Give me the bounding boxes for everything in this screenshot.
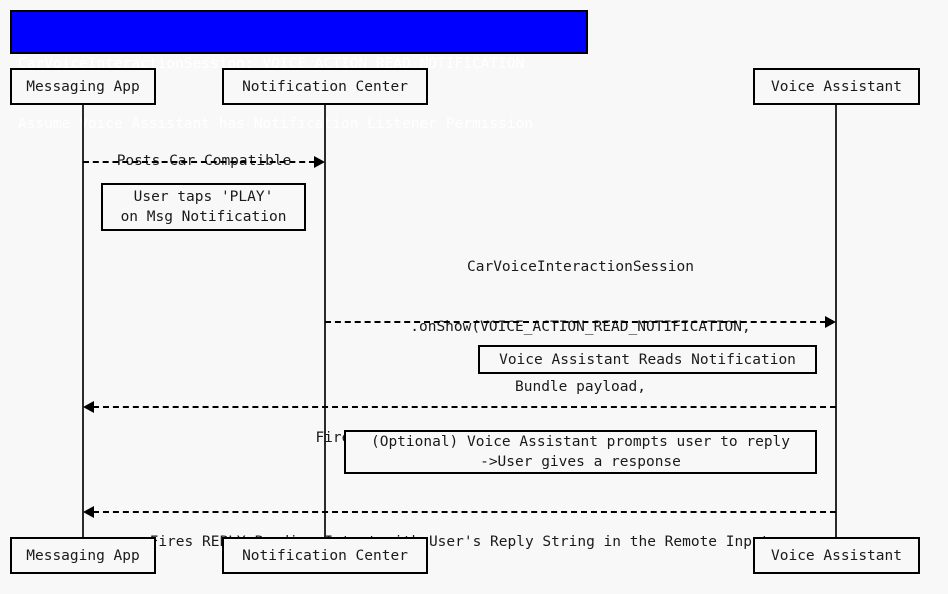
participant-label: Notification Center	[242, 547, 408, 564]
participant-label: Messaging App	[26, 78, 140, 95]
arrowhead-right-icon	[314, 156, 325, 168]
message-line-posts-car-compatible-notification	[83, 161, 315, 163]
participant-label: Voice Assistant	[771, 78, 902, 95]
message-line: CarVoiceInteractionSession	[467, 259, 694, 275]
diagram-title-line-2: Assume Voice Assistant has Notification …	[18, 116, 534, 132]
diagram-title-banner: CarVoiceInteractionSession: VOICE_ACTION…	[10, 10, 588, 132]
participant-label: Voice Assistant	[771, 547, 902, 564]
participant-footer-voice-assistant[interactable]: Voice Assistant	[753, 537, 920, 574]
lifeline-messaging-app	[82, 104, 84, 538]
message-line: Fires REPLY Pending Intent with User's R…	[149, 534, 770, 550]
participant-label: Messaging App	[26, 547, 140, 564]
participant-footer-notification-center[interactable]: Notification Center	[222, 537, 428, 574]
participant-header-voice-assistant[interactable]: Voice Assistant	[753, 68, 920, 105]
lifeline-voice-assistant	[835, 104, 837, 538]
note-line: User taps 'PLAY'	[133, 189, 274, 205]
message-line: Bundle payload,	[515, 379, 646, 395]
arrowhead-left-icon	[83, 506, 94, 518]
participant-footer-messaging-app[interactable]: Messaging App	[10, 537, 156, 574]
note-line: on Msg Notification	[120, 209, 287, 225]
message-label-fires-reply: Fires REPLY Pending Intent with User's R…	[83, 492, 836, 592]
message-line-fires-mark-as-read	[93, 406, 836, 408]
participant-header-messaging-app[interactable]: Messaging App	[10, 68, 156, 105]
participant-header-notification-center[interactable]: Notification Center	[222, 68, 428, 105]
note-user-taps-play: User taps 'PLAY' on Msg Notification	[101, 183, 306, 231]
message-line-fires-reply	[93, 511, 836, 513]
message-line: .onShow(VOICE_ACTION_READ_NOTIFICATION,	[410, 319, 751, 335]
participant-label: Notification Center	[242, 78, 408, 95]
note-line: Voice Assistant Reads Notification	[499, 351, 796, 368]
message-line-on-show	[325, 321, 826, 323]
note-line: (Optional) Voice Assistant prompts user …	[370, 434, 791, 450]
note-voice-assistant-reads: Voice Assistant Reads Notification	[478, 345, 817, 374]
arrowhead-right-icon	[825, 316, 836, 328]
note-optional-prompt-reply: (Optional) Voice Assistant prompts user …	[344, 430, 817, 474]
arrowhead-left-icon	[83, 401, 94, 413]
note-line: ->User gives a response	[480, 454, 681, 470]
